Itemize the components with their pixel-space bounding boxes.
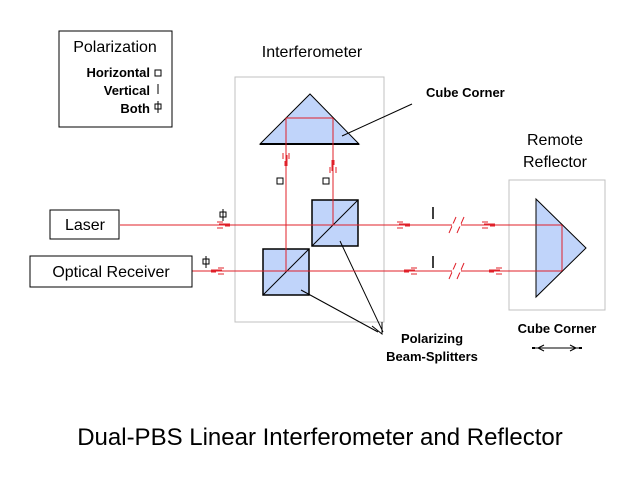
- pbs-leader-upper: [339, 240, 384, 333]
- interferometer-label: Interferometer: [262, 44, 363, 61]
- polarization-legend: Polarization Horizontal Vertical Both: [58, 30, 173, 128]
- laser-box: Laser: [49, 209, 120, 240]
- legend-horizontal-label: Horizontal: [86, 65, 150, 80]
- interferometer-frame: [234, 76, 385, 323]
- remote-reflector-frame: [508, 179, 606, 311]
- marker-horizontal-left: [276, 177, 284, 185]
- cube-corner-bottom-label: Cube Corner: [518, 321, 597, 336]
- laser-label: Laser: [65, 217, 106, 234]
- receiver-box: Optical Receiver: [29, 255, 193, 288]
- remote-cube-corner: [535, 197, 587, 299]
- motion-double-arrow: [532, 344, 582, 352]
- marker-receiver-both: [202, 256, 210, 268]
- cube-corner-leader: [341, 103, 413, 137]
- marker-laser-both: [219, 209, 227, 221]
- pbs-label-line1: Polarizing: [401, 331, 463, 346]
- cube-corner-top-label: Cube Corner: [426, 85, 505, 100]
- diagram-title: Dual-PBS Linear Interferometer and Refle…: [77, 424, 563, 451]
- receiver-label: Optical Receiver: [52, 264, 170, 281]
- distance-break-upper: [448, 216, 465, 234]
- distance-break-lower: [448, 262, 465, 280]
- horizontal-square-icon: [154, 69, 162, 77]
- pbs-upper: [311, 199, 359, 247]
- interferometer-cube-corner: [258, 93, 361, 145]
- marker-horizontal-right: [322, 177, 330, 185]
- pbs-label-line2: Beam-Splitters: [386, 349, 478, 364]
- remote-label-line2: Reflector: [523, 154, 588, 171]
- both-phi-icon: [154, 101, 162, 113]
- remote-label-line1: Remote: [527, 132, 583, 149]
- legend-heading: Polarization: [73, 39, 157, 56]
- legend-vertical-label: Vertical: [104, 83, 150, 98]
- pbs-leader-lower: [300, 289, 379, 333]
- legend-both-label: Both: [120, 101, 150, 116]
- laser-beams: [120, 117, 563, 275]
